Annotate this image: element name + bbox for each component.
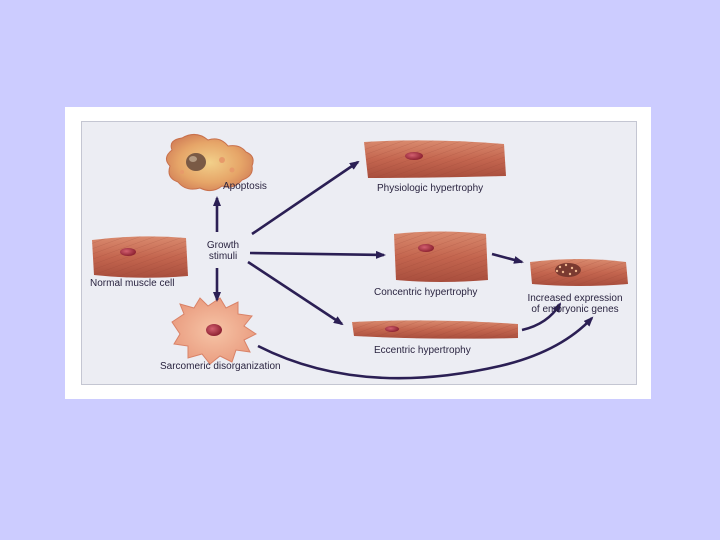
growth-stimuli-line2: stimuli <box>198 251 248 262</box>
apoptosis-label: Apoptosis <box>223 181 267 192</box>
growth-stimuli-line1: Growth <box>198 240 248 251</box>
arrow-to-physiologic-hypertrophy <box>252 162 358 234</box>
nucleus-icon <box>120 248 136 256</box>
eccentric-hypertrophy-label: Eccentric hypertrophy <box>374 345 471 356</box>
nucleus-icon <box>418 244 434 252</box>
nucleus-icon <box>405 152 423 160</box>
embryonic-genes-cell <box>530 259 628 286</box>
embryonic-genes-line1: Increased expression <box>514 293 636 304</box>
sarcomeric-disorganization-cell <box>172 298 256 364</box>
nucleus-icon <box>385 326 399 332</box>
eccentric-hypertrophy-cell <box>352 320 518 338</box>
embryonic-genes-label: Increased expression of embryonic genes <box>514 293 636 315</box>
sarcomeric-disorganization-label: Sarcomeric disorganization <box>160 361 281 372</box>
concentric-hypertrophy-label: Concentric hypertrophy <box>374 287 477 298</box>
growth-stimuli-label: Growth stimuli <box>198 240 248 262</box>
nucleus-icon <box>206 324 222 336</box>
concentric-hypertrophy-cell <box>394 232 488 283</box>
arrow-to-embryonic-genes <box>492 254 522 262</box>
embryonic-genes-line2: of embryonic genes <box>514 304 636 315</box>
normal-muscle-cell <box>92 236 188 277</box>
arrow-to-eccentric-hypertrophy <box>248 262 342 324</box>
physiologic-hypertrophy-label: Physiologic hypertrophy <box>377 183 483 194</box>
physiologic-hypertrophy-cell <box>364 140 506 178</box>
normal-muscle-cell-label: Normal muscle cell <box>90 278 174 289</box>
arrow-to-concentric-hypertrophy <box>250 253 384 255</box>
